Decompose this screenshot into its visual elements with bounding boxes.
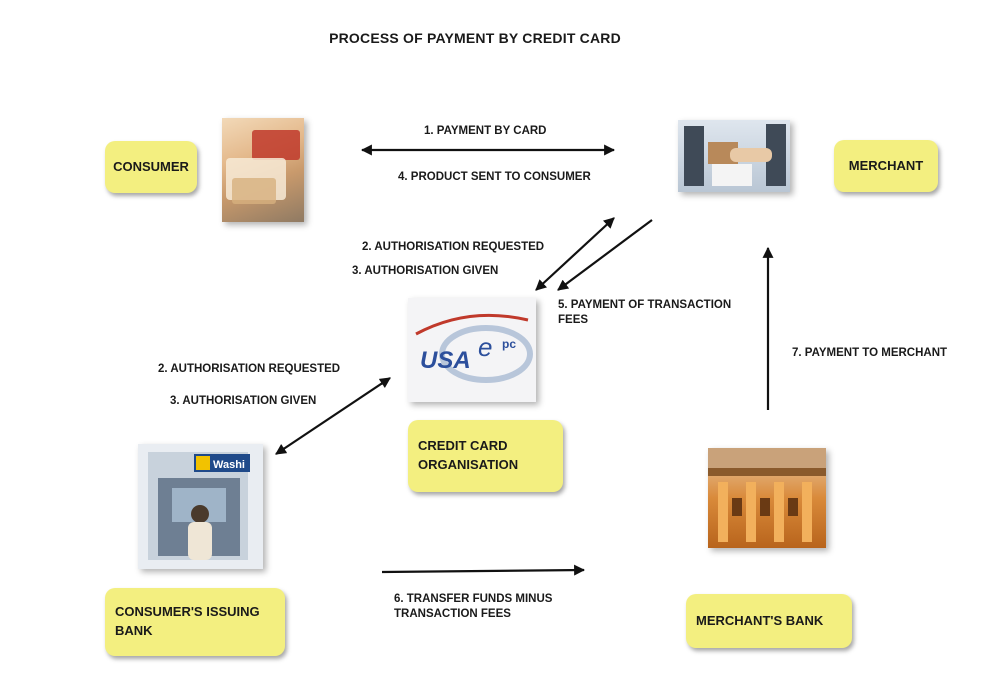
arrow-merchant-creditcard-bidirectional [535,217,615,291]
arrow-issuingbank-to-merchantbank [381,564,586,576]
logo-text-e: e [478,332,492,362]
merchant-bank-photo-art [708,448,826,542]
atm-photo: Washi [138,444,263,569]
issuing-bank-label-line1: CONSUMER'S ISSUING [115,604,260,620]
label-payment-fees: 5. PAYMENT OF TRANSACTION FEES [558,298,731,328]
merchant-photo-art [684,124,786,186]
label-auth-given-top: 3. AUTHORISATION GIVEN [352,265,499,277]
issuing-bank-label-line2: BANK [115,623,153,638]
arrow-creditcard-issuingbank [275,377,391,455]
consumer-photo [222,118,304,222]
issuing-bank-box: CONSUMER'S ISSUING BANK [105,588,285,656]
credit-card-org-label-line2: ORGANISATION [418,457,519,472]
diagram-title: PROCESS OF PAYMENT BY CREDIT CARD [329,30,621,46]
label-transfer-funds-line1: 6. TRANSFER FUNDS MINUS [394,593,553,605]
usa-epc-logo-art: USA e pc [415,313,533,383]
label-product-sent: 4. PRODUCT SENT TO CONSUMER [398,171,591,183]
atm-photo-art: Washi [148,452,250,560]
label-transfer-funds: 6. TRANSFER FUNDS MINUS TRANSACTION FEES [394,592,552,622]
merchant-box: MERCHANT [834,140,938,192]
merchant-bank-box: MERCHANT'S BANK [686,594,852,648]
consumer-label: CONSUMER [113,158,189,174]
arrow-merchant-to-creditcard-fees [557,219,653,291]
label-payment-by-card: 1. PAYMENT BY CARD [424,125,547,137]
logo-text-pc: pc [502,337,516,351]
label-auth-requested-top: 2. AUTHORISATION REQUESTED [362,241,545,253]
merchant-bank-photo [708,448,826,548]
merchant-photo [678,120,790,192]
merchant-label: MERCHANT [848,157,924,173]
credit-card-org-label-line1: CREDIT CARD [418,438,508,454]
credit-card-org-box: CREDIT CARD ORGANISATION [408,420,563,492]
merchant-bank-label: MERCHANT'S BANK [696,612,824,628]
consumer-photo-art [226,130,300,204]
label-payment-fees-line2: FEES [558,313,589,326]
consumer-box: CONSUMER [105,141,197,193]
logo-text-usa: USA [420,347,471,374]
label-auth-given-left: 3. AUTHORISATION GIVEN [170,395,317,407]
label-auth-requested-left: 2. AUTHORISATION REQUESTED [158,363,341,375]
label-transfer-funds-line2: TRANSACTION FEES [394,607,511,620]
atm-sign-text: Washi [213,459,245,471]
label-payment-fees-line1: 5. PAYMENT OF TRANSACTION [558,299,732,311]
label-payment-to-merchant: 7. PAYMENT TO MERCHANT [792,347,948,359]
credit-card-org-logo: USA e pc [408,298,536,402]
